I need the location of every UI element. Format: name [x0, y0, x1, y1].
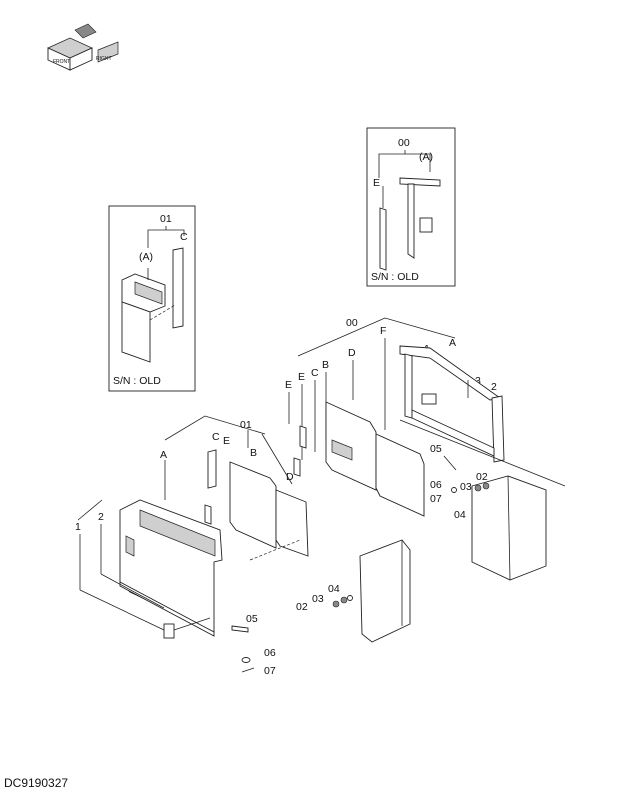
inset-l-callout-01: 01 [160, 213, 172, 225]
callout-05-right: 05 [430, 443, 442, 455]
panel-f [375, 433, 425, 517]
callout-02-right: 02 [476, 471, 488, 483]
orientation-cube-icon: FRONT RIGHT [47, 23, 119, 71]
latch-block [163, 623, 175, 639]
hardware-right: 05 06 07 03 02 04 [430, 443, 490, 521]
callout-b-bottom: B [250, 447, 257, 459]
callout-01: 01 [240, 419, 252, 431]
callout-07-right: 07 [430, 493, 442, 505]
leader-group-lower-left: 1 2 [75, 499, 211, 639]
callout-00: 00 [346, 317, 358, 329]
strip-e-bottom [204, 504, 212, 525]
callout-03-right: 03 [460, 481, 472, 493]
inset-ur-callout-e: E [373, 177, 380, 189]
panel-d [325, 401, 377, 491]
inset-upper-right: 00 (A) E S/N : OLD [366, 127, 456, 287]
panel-d-bottom [275, 489, 309, 557]
callout-c-bottom: C [212, 431, 220, 443]
callout-a-bottom: A [160, 449, 167, 461]
rear-cover-frame [399, 345, 505, 463]
hardware-lower: 05 06 07 02 03 04 [231, 583, 353, 677]
callout-03-bottom: 03 [312, 593, 324, 605]
strip-c-bottom [207, 449, 217, 489]
callout-3: 3 [475, 375, 481, 387]
orientation-front-label: FRONT [53, 59, 70, 65]
strip-e-2 [293, 457, 301, 477]
callout-e-top-2: E [285, 379, 292, 391]
inset-l-callout-a: (A) [139, 251, 153, 263]
callout-1-bottom: 1 [75, 521, 81, 533]
callout-04-right: 04 [454, 509, 466, 521]
inset-left: 01 (A) C S/N : OLD [108, 205, 196, 392]
callout-d-top: D [348, 347, 356, 359]
side-bracket-center [249, 539, 411, 643]
callout-a-top: A [449, 337, 456, 349]
callout-2-bottom: 2 [98, 511, 104, 523]
callout-05-bottom: 05 [246, 613, 258, 625]
inset-ur-callout-a: (A) [419, 151, 433, 163]
callout-02-bottom: 02 [296, 601, 308, 613]
callout-e-top-1: E [298, 371, 305, 383]
strip-e-1 [299, 425, 307, 449]
callout-e-bottom: E [223, 435, 230, 447]
inset-l-callout-c: C [180, 231, 188, 243]
callout-2-top: 2 [491, 381, 497, 393]
inset-ur-sn-label: S/N : OLD [371, 271, 419, 283]
front-cover [119, 499, 223, 637]
callout-d-bottom: D [286, 471, 294, 483]
inset-ur-callout-00: 00 [398, 137, 410, 149]
callout-c-top: C [311, 367, 319, 379]
callout-07-bottom: 07 [264, 665, 276, 677]
drawing-code: DC9190327 [4, 776, 69, 790]
orientation-right-label: RIGHT [96, 56, 112, 62]
callout-b-top: B [322, 359, 329, 371]
callout-f: F [380, 325, 386, 337]
side-bracket-right [399, 419, 566, 581]
inset-l-sn-label: S/N : OLD [113, 375, 161, 387]
callout-06-right: 06 [430, 479, 442, 491]
leader-group-01: 01 A C E B D [160, 415, 294, 500]
callout-06-bottom: 06 [264, 647, 276, 659]
callout-04-bottom: 04 [328, 583, 340, 595]
panel-b-bottom [229, 461, 277, 549]
